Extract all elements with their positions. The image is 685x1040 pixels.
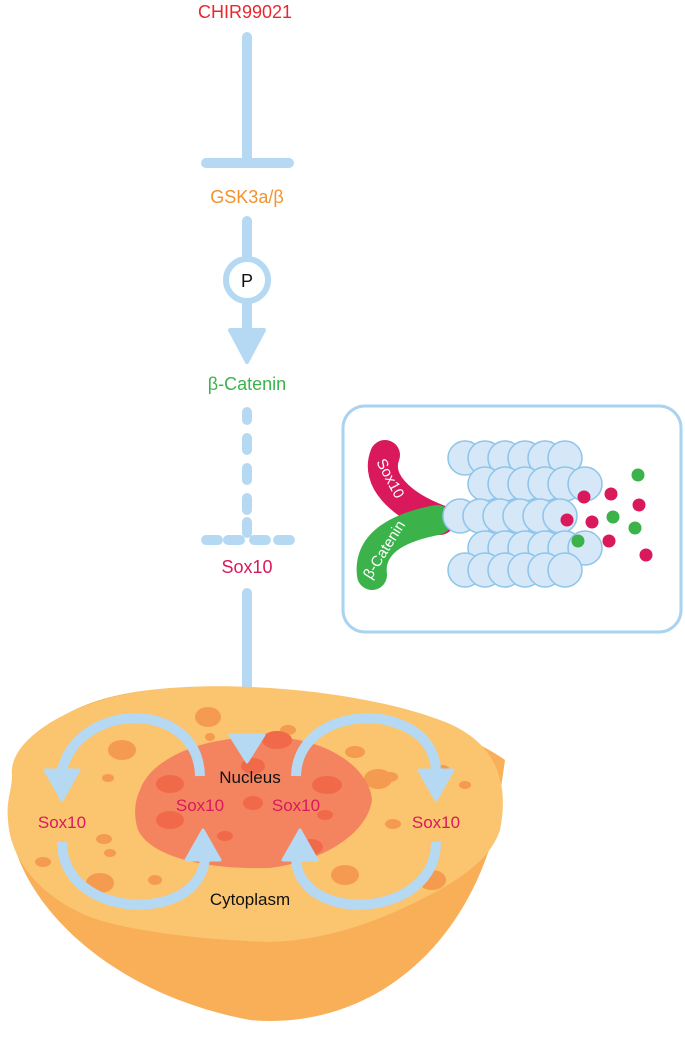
catenin-fragment	[628, 521, 642, 535]
catenin-fragment	[631, 468, 645, 482]
nucleus-spot	[317, 810, 333, 820]
catenin-tail	[356, 505, 452, 590]
nucleus-spot	[156, 811, 184, 829]
vesicle	[102, 774, 114, 782]
arrowhead-icon	[184, 828, 222, 862]
nucleus-spot	[262, 731, 292, 749]
vesicle	[148, 875, 162, 885]
catenin-fragment	[606, 510, 620, 524]
vesicle	[382, 772, 398, 782]
arrowhead-icon	[281, 828, 319, 862]
nucleus-label: Nucleus	[219, 768, 280, 787]
sox10-fragment	[585, 515, 599, 529]
vesicle	[108, 740, 136, 760]
sox10-fragment	[632, 498, 646, 512]
vesicle	[195, 707, 221, 727]
cell	[7, 686, 505, 1021]
dashed-inhibition-catenin-sox10	[201, 407, 295, 545]
sox10-fragment	[602, 534, 616, 548]
sox10-fragment	[560, 513, 574, 527]
chir99021-label: CHIR99021	[198, 2, 292, 22]
vesicle	[385, 819, 401, 829]
gsk3-label: GSK3a/β	[210, 187, 283, 207]
cytoplasm-label: Cytoplasm	[210, 890, 290, 909]
arrowhead-icon	[417, 768, 455, 802]
vesicle	[345, 746, 365, 758]
proteasome-inset: Sox10 β-Catenin	[341, 404, 683, 634]
sox10-fragment	[577, 490, 591, 504]
sox10-label-cytoplasm-right: Sox10	[412, 813, 460, 832]
proteasome	[442, 440, 603, 588]
proteasome-subunit	[547, 552, 583, 588]
inhibition-arrow-chir-gsk3	[201, 32, 294, 168]
shuttle-arrows	[57, 713, 441, 910]
sox10-label-nuclear-left: Sox10	[176, 796, 224, 815]
vesicle	[96, 834, 112, 844]
sox10-label-pathway: Sox10	[221, 557, 272, 577]
phosphorylation-arrow	[223, 216, 271, 364]
arrowhead-icon	[43, 768, 81, 802]
nucleus-spot	[312, 776, 342, 794]
arrow-nucleus-to-right	[291, 713, 441, 777]
arrowhead-icon	[228, 328, 266, 364]
nucleus-spot	[243, 796, 263, 810]
degradation-fragments	[560, 468, 653, 562]
arrow-nucleus-to-left	[57, 713, 205, 777]
vesicle	[104, 849, 116, 857]
sox10-label-cytoplasm-left: Sox10	[38, 813, 86, 832]
catenin-fragment	[571, 534, 585, 548]
sox10-fragment	[604, 487, 618, 501]
arrowhead-icon	[228, 733, 266, 764]
arrow-left-to-nucleus	[57, 841, 210, 910]
beta-catenin-label: β-Catenin	[208, 374, 286, 394]
sox10-label-nuclear-right: Sox10	[272, 796, 320, 815]
vesicle	[205, 733, 215, 741]
nucleus-spot	[156, 775, 184, 793]
phospho-label: P	[241, 271, 253, 291]
vesicle	[459, 781, 471, 789]
nucleus-spot	[217, 831, 233, 841]
sox10-fragment	[639, 548, 653, 562]
vesicle	[331, 865, 359, 885]
vesicle	[35, 857, 51, 867]
arrow-right-to-nucleus	[291, 841, 441, 910]
